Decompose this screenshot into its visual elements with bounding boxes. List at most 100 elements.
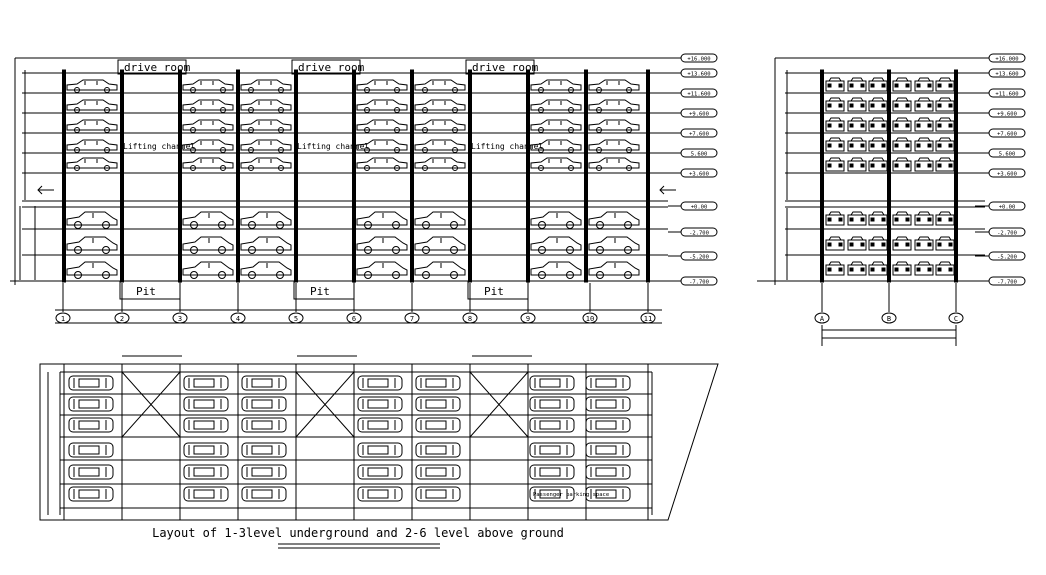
axis-bubble: [404, 312, 420, 324]
car-icon: [240, 261, 292, 279]
axis-bubble: [55, 312, 71, 324]
car-top-icon: [183, 417, 229, 433]
car-top-icon: [68, 442, 114, 458]
car-icon: [530, 119, 582, 133]
car-top-icon: [183, 442, 229, 458]
level-tag-box: [680, 276, 718, 286]
car-icon: [240, 79, 292, 93]
car-icon: [530, 236, 582, 254]
car-top-icon: [357, 396, 403, 412]
level-tag: -5.200: [689, 255, 709, 261]
car-front-icon: [935, 157, 955, 172]
axis-number: 5: [294, 315, 298, 323]
lifting-channel-label: Lifting channel: [471, 142, 543, 151]
column: [120, 69, 124, 283]
side-axis-bubble: [881, 312, 897, 324]
side-level-tag: 5.600: [999, 152, 1016, 158]
car-icon: [588, 139, 640, 153]
side-floor-lines: [785, 69, 985, 283]
side-column: [820, 69, 824, 283]
car-top-icon: [241, 486, 287, 502]
side-level-tag-box: [988, 148, 1026, 158]
car-icon: [240, 119, 292, 133]
car-front-icon: [825, 211, 845, 226]
car-front-icon: [914, 157, 934, 172]
car-top-icon: [241, 442, 287, 458]
car-icon: [414, 236, 466, 254]
car-front-icon: [914, 137, 934, 152]
axis-bubble: [582, 312, 598, 324]
car-icon: [182, 119, 234, 133]
car-front-icon: [914, 77, 934, 92]
car-front-icon: [892, 137, 912, 152]
car-icon: [588, 99, 640, 113]
elevation-level-tags: [668, 53, 718, 286]
car-front-icon: [935, 236, 955, 251]
side-level-tag: +16.000: [995, 57, 1018, 63]
car-front-icon: [825, 157, 845, 172]
side-level-tag: +0.00: [999, 205, 1016, 211]
axis-bubble: [288, 312, 304, 324]
car-top-icon: [529, 486, 575, 502]
car-icon: [182, 79, 234, 93]
car-icon: [530, 157, 582, 171]
level-tag: +7.600: [689, 132, 709, 138]
side-level-tag: +11.600: [995, 92, 1018, 98]
side-column: [887, 69, 891, 283]
level-tag-box: [680, 88, 718, 98]
car-top-icon: [183, 464, 229, 480]
car-icon: [182, 139, 234, 153]
axis-bubbles: [55, 283, 656, 324]
column: [294, 69, 298, 283]
car-front-icon: [868, 236, 888, 251]
side-level-tag-box: [988, 88, 1026, 98]
car-icon: [66, 119, 118, 133]
car-icon: [182, 261, 234, 279]
elevation-cars: [66, 79, 640, 279]
car-icon: [530, 99, 582, 113]
level-tag-box: [680, 108, 718, 118]
level-tag: +3.600: [689, 172, 709, 178]
car-icon: [588, 211, 640, 229]
column: [236, 69, 240, 283]
side-level-tag-box: [988, 168, 1026, 178]
car-front-icon: [935, 77, 955, 92]
plan-cars: [68, 375, 631, 502]
car-front-icon: [868, 157, 888, 172]
car-icon: [66, 79, 118, 93]
axis-number: 4: [236, 315, 240, 323]
shaft-cross: [295, 371, 355, 438]
car-top-icon: [241, 464, 287, 480]
car-top-icon: [585, 417, 631, 433]
car-icon: [414, 139, 466, 153]
column: [584, 69, 588, 283]
level-tag-box: [680, 201, 718, 211]
car-icon: [240, 157, 292, 171]
car-top-icon: [529, 396, 575, 412]
car-icon: [182, 211, 234, 229]
side-axis-bubble: [814, 312, 830, 324]
side-level-tag-box: [988, 53, 1026, 63]
level-tag-box: [680, 68, 718, 78]
car-top-icon: [68, 486, 114, 502]
car-icon: [414, 119, 466, 133]
car-top-icon: [183, 396, 229, 412]
level-tag: +9.600: [689, 112, 709, 118]
car-top-icon: [357, 486, 403, 502]
car-top-icon: [357, 417, 403, 433]
side-level-tags: [975, 53, 1026, 286]
side-level-tag-box: [988, 276, 1026, 286]
car-top-icon: [415, 396, 461, 412]
axis-number: 7: [410, 315, 414, 323]
car-icon: [356, 211, 408, 229]
car-top-icon: [585, 396, 631, 412]
car-front-icon: [935, 211, 955, 226]
level-tag-box: [680, 128, 718, 138]
axis-bubble: [172, 312, 188, 324]
side-level-tag-box: [988, 227, 1026, 237]
car-top-icon: [183, 375, 229, 391]
car-front-icon: [914, 211, 934, 226]
car-icon: [356, 261, 408, 279]
car-front-icon: [868, 97, 888, 112]
car-front-icon: [868, 261, 888, 276]
